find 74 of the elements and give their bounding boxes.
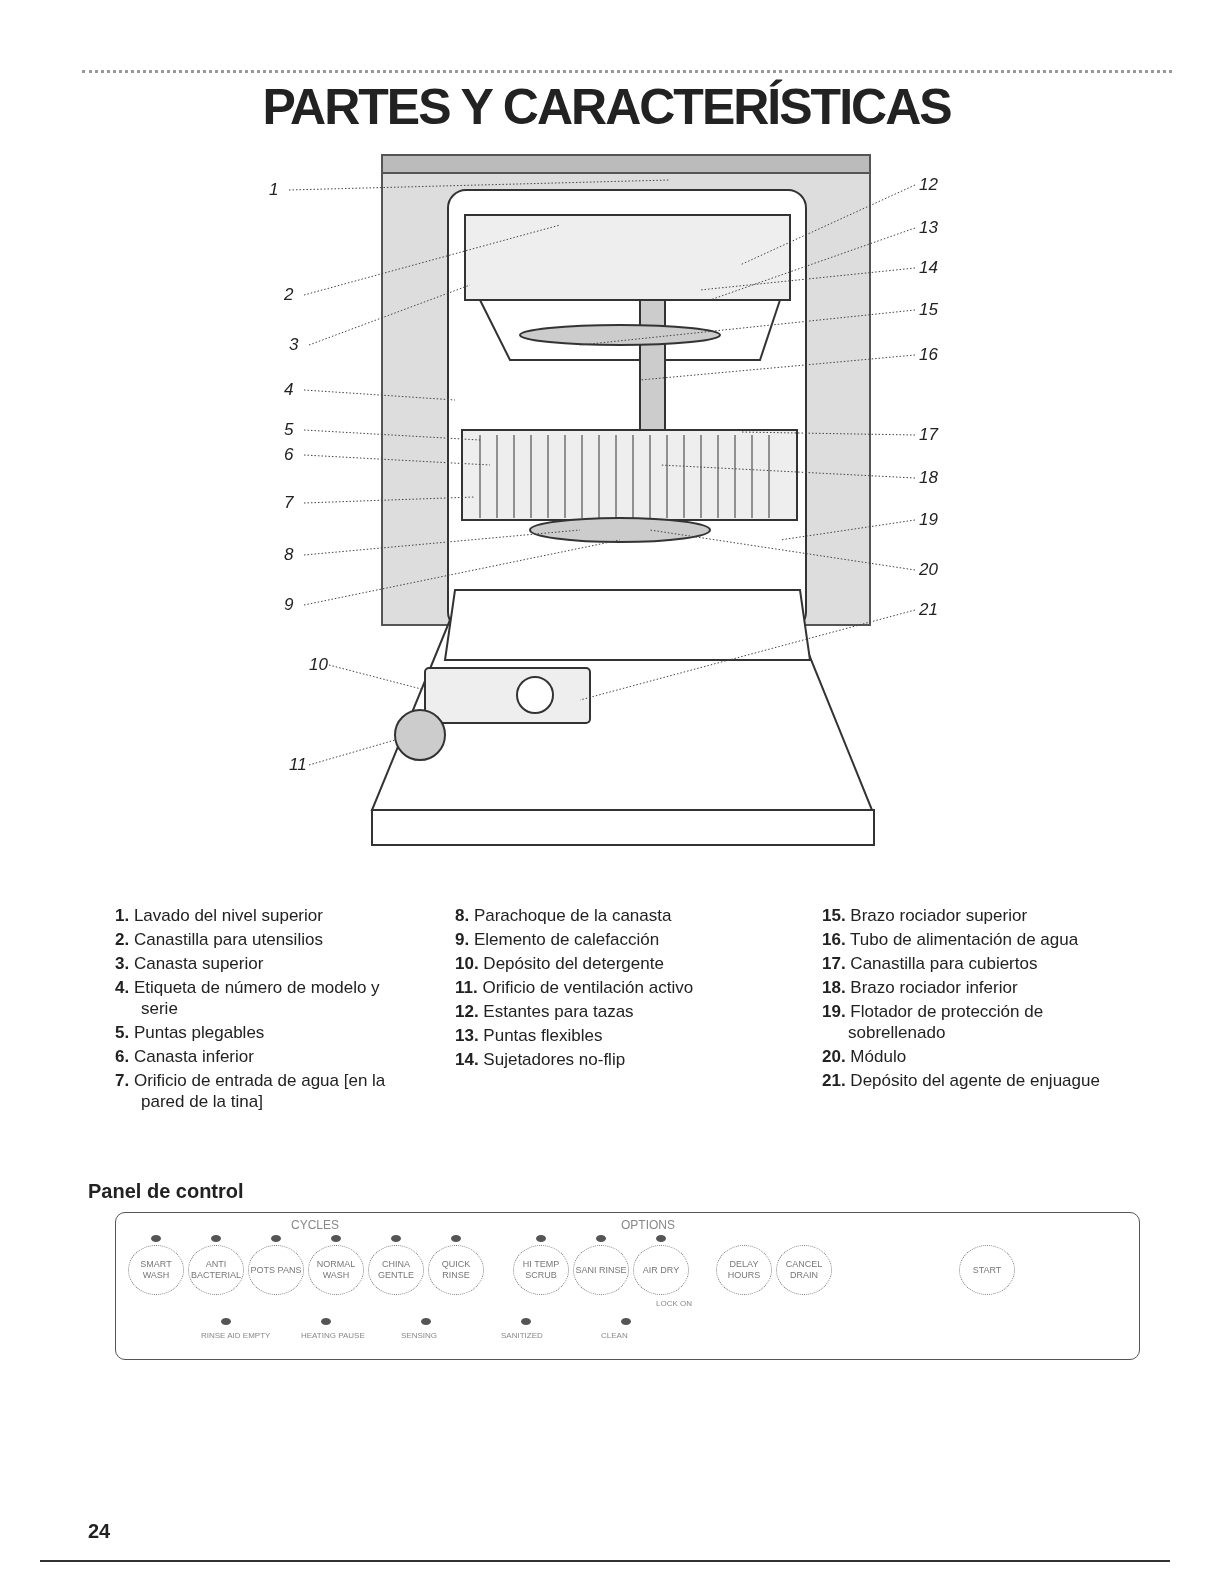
control-panel xyxy=(115,1212,1140,1360)
leader-line xyxy=(739,184,916,266)
callout-number: 4 xyxy=(284,380,294,400)
leader-line xyxy=(579,309,916,346)
callout-number: 21 xyxy=(919,600,938,620)
part-list-item: 7. Orificio de entrada de agua [en la pared de la tina] xyxy=(115,1070,387,1112)
leader-line xyxy=(779,519,916,541)
leader-line xyxy=(328,664,426,691)
leader-line xyxy=(303,454,491,466)
leader-line xyxy=(639,354,916,381)
part-list-item: 17. Canastilla para cubiertos xyxy=(822,953,1039,974)
callout-number: 16 xyxy=(919,345,938,365)
leader-line xyxy=(579,609,916,701)
callout-number: 13 xyxy=(919,218,938,238)
callout-number: 10 xyxy=(309,655,328,675)
part-list-item: 20. Módulo xyxy=(822,1046,908,1067)
indicator-label: CLEAN xyxy=(601,1331,628,1340)
part-list-item: 3. Canasta superior xyxy=(115,953,265,974)
part-list-item: 8. Parachoque de la canasta xyxy=(455,905,673,926)
leader-line xyxy=(303,529,581,556)
part-list-item: 13. Puntas flexibles xyxy=(455,1025,604,1046)
callout-number: 17 xyxy=(919,425,938,445)
leader-line xyxy=(739,431,916,436)
section-heading: Panel de control xyxy=(88,1180,244,1203)
page-title: PARTES Y CARACTERÍSTICAS xyxy=(261,78,952,136)
leader-line xyxy=(308,739,396,766)
callout-number: 6 xyxy=(284,445,294,465)
part-list-item: 11. Orificio de ventilación activo xyxy=(455,977,695,998)
leader-line xyxy=(659,464,916,479)
callout-number: 20 xyxy=(919,560,938,580)
part-list-item: 2. Canastilla para utensilios xyxy=(115,929,324,950)
callout-number: 9 xyxy=(284,595,294,615)
part-list-item: 15. Brazo rociador superior xyxy=(822,905,1029,926)
callout-number: 11 xyxy=(289,755,307,775)
callout-number: 19 xyxy=(919,510,938,530)
indicator-label: SANITIZED xyxy=(501,1331,543,1340)
part-list-item: 6. Canasta inferior xyxy=(115,1046,255,1067)
leader-line xyxy=(649,529,916,571)
group-heading: CYCLES xyxy=(291,1218,340,1232)
part-list-item: 18. Brazo rociador inferior xyxy=(822,977,1019,998)
indicator-label: SENSING xyxy=(401,1331,437,1340)
callout-number: 5 xyxy=(284,420,294,440)
leader-line xyxy=(699,267,916,291)
leader-line xyxy=(709,227,916,301)
callout-number: 3 xyxy=(289,335,299,355)
callout-number: 2 xyxy=(284,285,294,305)
page-number: 24 xyxy=(88,1520,111,1543)
callout-number: 14 xyxy=(919,258,938,278)
leader-line xyxy=(303,429,481,441)
leader-line xyxy=(303,539,621,606)
part-list-item: 4. Etiqueta de número de modelo y serie xyxy=(115,977,381,1019)
part-list-item: 19. Flotador de protección de sobrellenado xyxy=(822,1001,1045,1043)
part-list-item: 14. Sujetadores no-flip xyxy=(455,1049,627,1070)
part-list-item: 10. Depósito del detergente xyxy=(455,953,665,974)
leader-line xyxy=(303,224,561,296)
indicator-label: HEATING PAUSE xyxy=(301,1331,365,1340)
group-heading: OPTIONS xyxy=(621,1218,675,1232)
part-list-item: 16. Tubo de alimentación de agua xyxy=(822,929,1080,950)
callout-number: 12 xyxy=(919,175,938,195)
callout-number: 15 xyxy=(919,300,938,320)
leader-line xyxy=(308,284,471,346)
part-list-item: 5. Puntas plegables xyxy=(115,1022,266,1043)
callout-number: 1 xyxy=(269,180,279,200)
leader-line xyxy=(303,389,456,401)
part-list-item: 12. Estantes para tazas xyxy=(455,1001,635,1022)
callout-number: 18 xyxy=(919,468,938,488)
callout-number: 8 xyxy=(284,545,294,565)
indicator-label: RINSE AID EMPTY xyxy=(201,1331,271,1340)
part-list-item: 9. Elemento de calefacción xyxy=(455,929,661,950)
part-list-item: 21. Depósito del agente de enjuague xyxy=(822,1070,1101,1091)
part-list-item: 1. Lavado del nivel superior xyxy=(115,905,324,926)
callout-number: 7 xyxy=(284,493,294,513)
leader-line xyxy=(303,496,476,504)
leader-line xyxy=(288,179,671,191)
